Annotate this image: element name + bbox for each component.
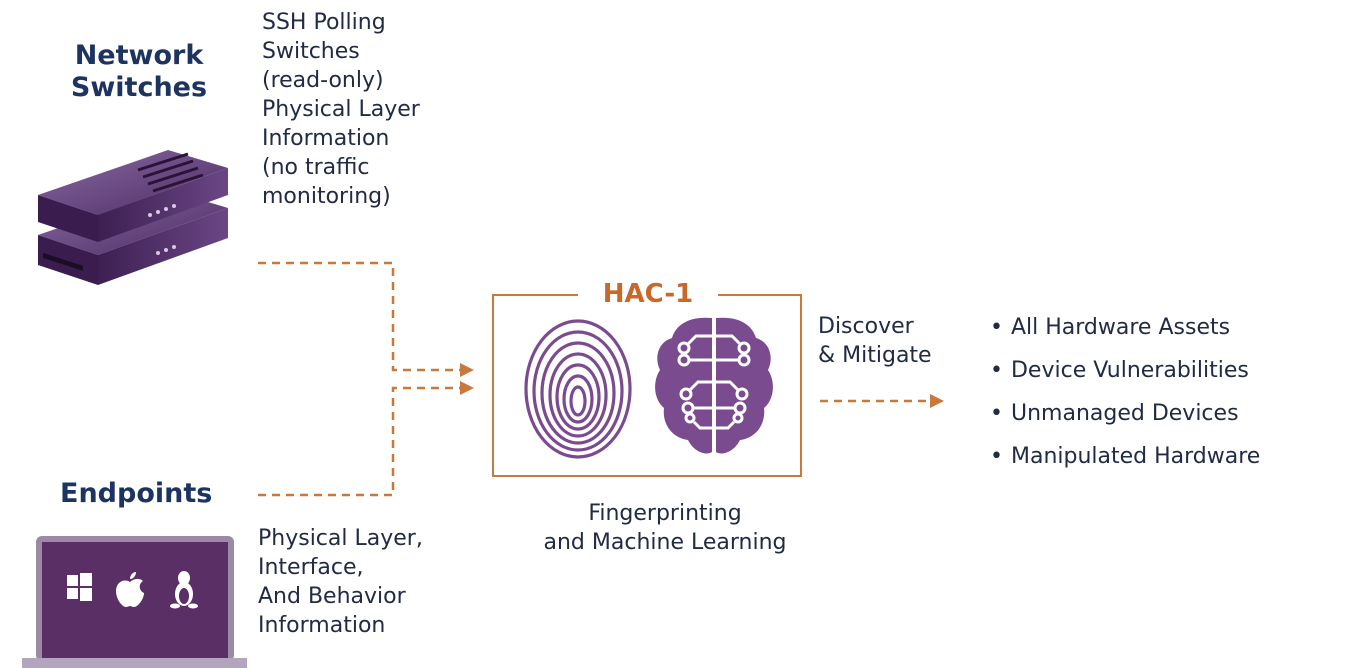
- results-list: All Hardware Assets Device Vulnerabiliti…: [990, 306, 1260, 478]
- network-switches-title: Network Switches: [64, 40, 214, 104]
- result-item: Manipulated Hardware: [990, 435, 1260, 478]
- switches-connector: [258, 261, 462, 372]
- result-item: Unmanaged Devices: [990, 392, 1260, 435]
- hac-caption-line2: and Machine Learning: [543, 530, 787, 555]
- hac-title: HAC-1: [578, 278, 718, 310]
- switches-description-line: SSH Polling: [262, 10, 386, 35]
- hac-caption-line1: Fingerprinting: [588, 501, 742, 526]
- endpoints-description-line: Information: [258, 613, 386, 638]
- brain-circuit-icon: [655, 317, 773, 454]
- endpoints-description: Physical Layer, Interface, And Behavior …: [258, 524, 423, 640]
- apple-logo-icon: [116, 572, 144, 607]
- switches-description-line: (no traffic: [262, 155, 370, 180]
- network-switches-title-line2: Switches: [70, 72, 208, 103]
- hac-caption: Fingerprinting and Machine Learning: [500, 499, 830, 557]
- endpoints-description-line: Physical Layer,: [258, 526, 423, 551]
- switches-description-line: Physical Layer: [262, 97, 420, 122]
- endpoints-title: Endpoints: [60, 478, 213, 509]
- discover-label-line1: Discover: [818, 314, 914, 339]
- switches-description-line: Switches: [262, 39, 360, 64]
- result-item: All Hardware Assets: [990, 306, 1260, 349]
- endpoints-connector: [258, 386, 462, 497]
- result-item: Device Vulnerabilities: [990, 349, 1260, 392]
- discover-label-line2: & Mitigate: [818, 343, 932, 368]
- endpoints-description-line: And Behavior: [258, 584, 406, 609]
- windows-logo-icon: [67, 573, 92, 601]
- arrowhead-icon: [930, 394, 944, 408]
- network-switches-title-line1: Network: [74, 40, 204, 71]
- switches-description: SSH Polling Switches (read-only) Physica…: [262, 8, 420, 211]
- arrowhead-icon: [460, 381, 474, 395]
- linux-logo-icon: [170, 571, 198, 609]
- arrowhead-icon: [460, 363, 474, 377]
- switches-description-line: (read-only): [262, 68, 384, 93]
- switches-description-line: monitoring): [262, 184, 391, 209]
- switches-description-line: Information: [262, 126, 390, 151]
- fingerprint-icon: [524, 319, 632, 459]
- network-switch-icon: [38, 150, 228, 285]
- endpoints-description-line: Interface,: [258, 555, 364, 580]
- discover-mitigate-label: Discover & Mitigate: [818, 312, 932, 370]
- laptop-icon: [22, 536, 247, 668]
